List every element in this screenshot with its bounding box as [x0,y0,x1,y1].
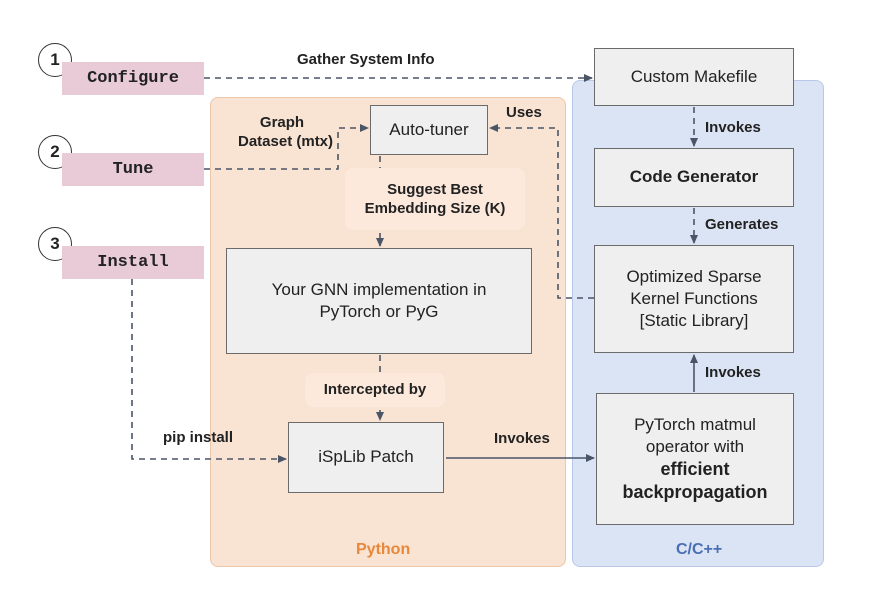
tune-command: Tune [62,153,204,186]
matmul-line-2: operator with [645,436,745,456]
graph-dataset-line-2: Dataset (mtx) [238,132,334,150]
matmul-line-4: backpropagation [622,482,768,503]
uses-label: Uses [506,104,542,121]
optimized-kernels-box: Optimized Sparse Kernel Functions [Stati… [594,245,794,353]
kernels-line-1: Optimized Sparse [626,266,762,286]
c-region-label: C/C++ [676,541,723,558]
install-command: Install [62,246,204,279]
invokes-patch-label: Invokes [494,430,550,447]
invokes-matmul-label: Invokes [705,364,761,381]
suggest-line-1: Suggest Best [387,180,483,198]
generates-label: Generates [705,216,779,233]
graph-dataset-label: Graph Dataset (mtx) [238,114,334,152]
intercepted-by-label: Intercepted by [323,381,427,399]
intercepted-by-pill: Intercepted by [305,373,445,407]
code-generator-box: Code Generator [594,148,794,207]
code-generator-label: Code Generator [629,167,759,187]
configure-command: Configure [62,62,204,95]
suggest-embedding-pill: Suggest Best Embedding Size (K) [345,168,525,230]
gather-system-info-label: Gather System Info [297,51,435,68]
custom-makefile-label: Custom Makefile [630,66,758,86]
gnn-line-1: Your GNN implementation in [271,279,487,299]
matmul-line-1: PyTorch matmul [634,414,756,434]
arrow-kernels-to-autotuner [489,124,594,299]
kernels-line-3: [Static Library] [639,311,749,331]
gnn-line-2: PyTorch or PyG [319,302,439,321]
auto-tuner-box: Auto-tuner [370,105,488,155]
gnn-implementation-box: Your GNN implementation in PyTorch or Py… [226,248,532,354]
graph-dataset-line-1: Graph [259,114,305,131]
isplib-patch-label: iSpLib Patch [318,447,414,467]
suggest-line-2: Embedding Size (K) [364,200,506,217]
isplib-patch-box: iSpLib Patch [288,422,444,493]
arrow-install-to-patch [131,279,287,463]
python-region-label: Python [356,541,411,558]
pip-install-label: pip install [163,429,234,446]
invokes-makefile-label: Invokes [705,119,761,136]
custom-makefile-box: Custom Makefile [594,48,794,106]
kernels-line-2: Kernel Functions [630,288,758,308]
pytorch-matmul-box: PyTorch matmul operator with efficient b… [596,393,794,525]
auto-tuner-label: Auto-tuner [389,119,469,139]
matmul-line-3: efficient [660,458,730,479]
arrow-tune-to-autotuner [204,124,369,170]
